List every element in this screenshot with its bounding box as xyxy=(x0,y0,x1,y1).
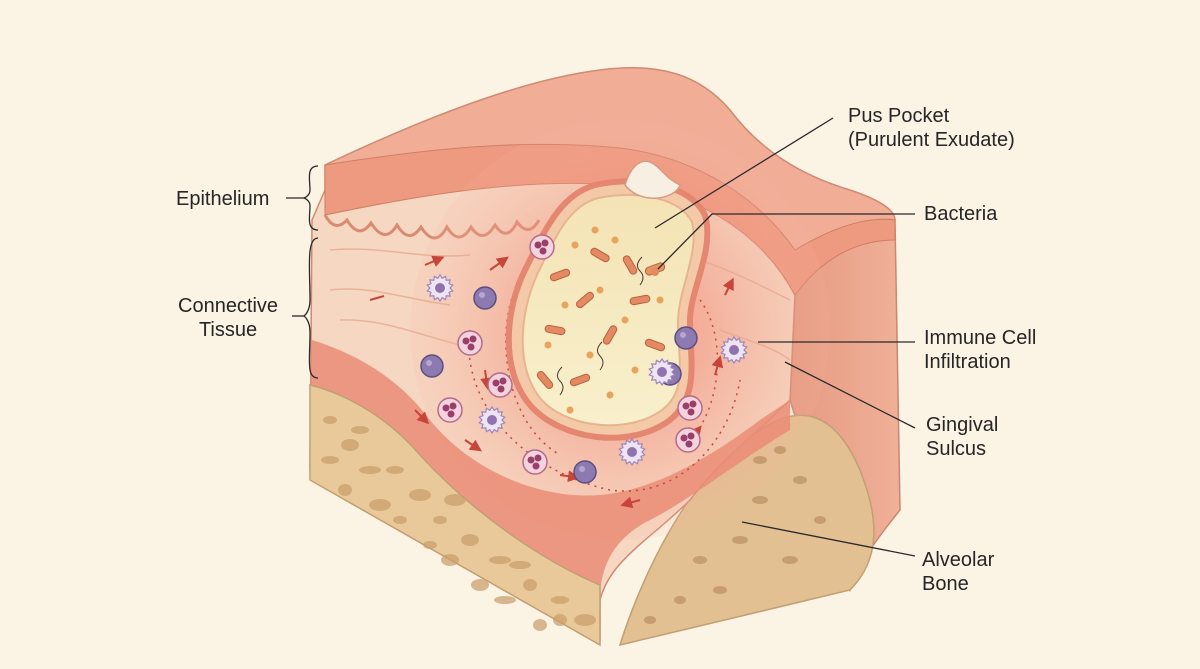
bone-pore xyxy=(533,619,547,631)
label-gingival-sulcus: Gingival Sulcus xyxy=(926,414,999,460)
bracket-connective xyxy=(302,237,319,379)
label-alveolar-bone: Alveolar Bone xyxy=(922,549,995,595)
bacterium xyxy=(576,291,594,309)
leader-bacteria xyxy=(654,213,915,273)
bacterium xyxy=(569,373,591,387)
bone-pore xyxy=(753,456,767,464)
bacterium xyxy=(536,371,554,389)
label-bacteria: Bacteria xyxy=(924,203,998,225)
lymphocyte xyxy=(420,354,444,378)
bone-pore xyxy=(341,439,359,451)
bone-pore xyxy=(386,466,404,474)
pus-opening xyxy=(624,160,681,199)
bone-pore xyxy=(814,516,826,524)
bracket-epithelium xyxy=(301,165,319,231)
lymphocyte xyxy=(674,326,698,350)
bone-pore xyxy=(774,446,786,454)
pus-pocket xyxy=(521,194,695,427)
bone-pores xyxy=(321,416,826,631)
coccus xyxy=(631,366,639,374)
bone-pore xyxy=(793,476,807,484)
bacterium xyxy=(602,325,618,345)
migration-paths xyxy=(468,279,741,492)
bone-pore xyxy=(441,554,459,566)
bone-pore xyxy=(423,541,437,549)
lymphocyte xyxy=(573,460,597,484)
bacterium xyxy=(644,338,666,352)
flagellum xyxy=(596,341,604,371)
lymphocyte xyxy=(473,286,497,310)
bacteria-pointer-dot xyxy=(651,268,659,276)
coccus xyxy=(591,226,599,234)
bone-pore xyxy=(323,416,337,424)
bone-pore xyxy=(674,596,686,604)
coccus xyxy=(561,301,569,309)
immune-cells xyxy=(420,234,748,484)
bone-pore xyxy=(471,579,489,591)
leader-sulcus xyxy=(784,361,916,429)
bone-pore xyxy=(509,561,531,569)
label-epithelium: Epithelium xyxy=(176,188,270,210)
bone-pore xyxy=(321,456,339,464)
bone-pore xyxy=(433,516,447,524)
bone-pore xyxy=(782,556,798,564)
flagellum xyxy=(556,366,564,396)
neutrophil xyxy=(529,234,555,260)
bone-pore xyxy=(351,426,369,434)
neutrophil xyxy=(487,372,513,398)
tissue-fibers xyxy=(329,248,791,361)
bacterium xyxy=(544,324,566,336)
bone-pore xyxy=(752,496,768,504)
bone-pore xyxy=(359,466,381,474)
bacterium xyxy=(622,255,638,275)
bone-pore xyxy=(409,489,431,501)
bacterium xyxy=(549,268,571,282)
leader-bone xyxy=(741,521,916,557)
bone-pore xyxy=(523,579,537,591)
bone-pore xyxy=(553,614,567,626)
coccus xyxy=(611,236,619,244)
bone-pore xyxy=(393,516,407,524)
neutrophil xyxy=(437,397,463,423)
bone-pore xyxy=(644,616,656,624)
bone-pore xyxy=(489,556,511,564)
bone-pore xyxy=(444,494,466,506)
coccus xyxy=(586,351,594,359)
bone-pore xyxy=(369,499,391,511)
label-pus-pocket: Pus Pocket (Purulent Exudate) xyxy=(848,105,1015,151)
label-immune-cell-infiltration: Immune Cell Infiltration xyxy=(924,327,1037,373)
bacterium xyxy=(629,294,651,306)
neutrophil xyxy=(675,427,701,453)
bone-pore xyxy=(732,536,748,544)
label-connective-tissue: Connective Tissue xyxy=(178,295,279,341)
bone-pore xyxy=(574,614,596,626)
bone-pore xyxy=(551,596,569,604)
coccus xyxy=(566,406,574,414)
neutrophil xyxy=(457,330,483,356)
coccus xyxy=(656,296,664,304)
coccus xyxy=(606,391,614,399)
coccus xyxy=(596,286,604,294)
leader-lines xyxy=(286,117,916,557)
neutrophil xyxy=(677,395,703,421)
bone-pore xyxy=(338,484,352,496)
coccus xyxy=(571,241,579,249)
coccus xyxy=(544,341,552,349)
flagellum xyxy=(636,256,644,286)
bone-pore xyxy=(461,534,479,546)
bone-pore xyxy=(693,556,707,564)
neutrophil xyxy=(522,449,548,475)
bacterium xyxy=(590,247,610,263)
bone-pore xyxy=(713,586,727,594)
bone-pore xyxy=(494,596,516,604)
leader-pus xyxy=(654,117,834,229)
coccus xyxy=(621,316,629,324)
